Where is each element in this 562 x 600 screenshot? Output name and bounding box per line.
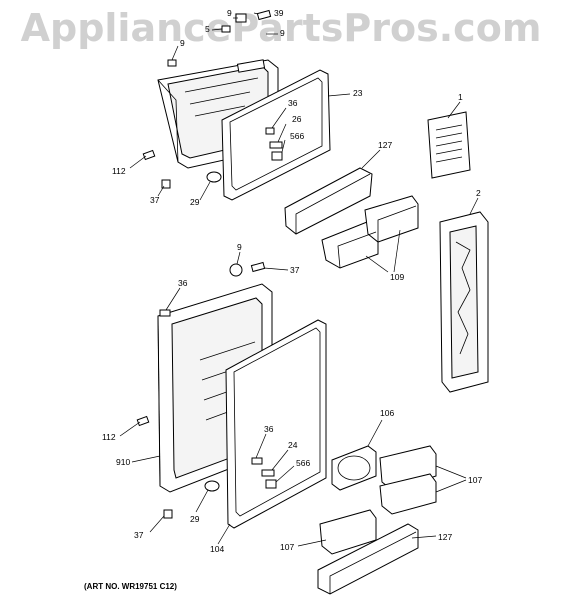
door-bins-107 [319, 445, 437, 555]
callout-106: 106 [380, 408, 394, 418]
callout-566: 566 [290, 131, 304, 141]
callout-566: 566 [296, 458, 310, 468]
dairy-compartment [331, 445, 377, 491]
callout-9: 9 [237, 242, 242, 252]
callout-109: 109 [390, 272, 404, 282]
callout-29: 29 [190, 197, 200, 207]
callout-9: 9 [180, 38, 185, 48]
fresh-food-gasket [225, 319, 327, 529]
hinge-parts-upper [142, 9, 283, 189]
callout-2: 2 [476, 188, 481, 198]
callout-labels: 9 39 5 9 9 23 36 26 566 112 37 29 127 1 … [102, 8, 482, 554]
watermark: AppliancePartsPros.com [20, 6, 542, 50]
callout-5: 5 [205, 24, 210, 34]
callout-1: 1 [458, 92, 463, 102]
callout-9: 9 [227, 8, 232, 18]
callout-910: 910 [116, 457, 130, 467]
callout-26: 26 [292, 114, 302, 124]
instruction-card [427, 111, 471, 179]
callout-104: 104 [210, 544, 224, 554]
callout-37: 37 [150, 195, 160, 205]
callout-37: 37 [290, 265, 300, 275]
door-bins-109 [321, 195, 419, 269]
callout-36: 36 [264, 424, 274, 434]
callout-29: 29 [190, 514, 200, 524]
callout-127: 127 [378, 140, 392, 150]
callout-127: 127 [438, 532, 452, 542]
callout-36: 36 [288, 98, 298, 108]
callout-9: 9 [280, 28, 285, 38]
callout-36: 36 [178, 278, 188, 288]
art-number: (ART NO. WR19751 C12) [84, 582, 177, 591]
control-panel [439, 211, 489, 393]
door-bin-127-lower [317, 523, 419, 595]
callout-37: 37 [134, 530, 144, 540]
hinge-parts-lower [136, 261, 277, 519]
callout-107: 107 [468, 475, 482, 485]
freezer-gasket [221, 69, 331, 201]
callout-112: 112 [102, 432, 116, 442]
door-bin-127-upper [284, 167, 373, 235]
callout-23: 23 [353, 88, 363, 98]
callout-24: 24 [288, 440, 298, 450]
callout-39: 39 [274, 8, 284, 18]
leader-lines [119, 12, 479, 547]
callout-112: 112 [112, 166, 126, 176]
callout-107: 107 [280, 542, 294, 552]
